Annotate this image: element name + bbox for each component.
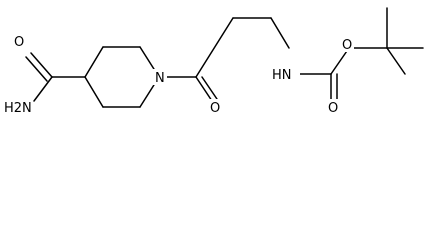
bond-amide-c-o-1 xyxy=(30,52,53,78)
bond-amide-c-o-2 xyxy=(25,56,48,82)
atom-label-ketone-o: O xyxy=(210,101,220,116)
atom-label-ring-n: N xyxy=(155,71,165,86)
bond-ketone-c-o-2 xyxy=(201,76,220,103)
label-bg-ketone-o xyxy=(208,99,222,115)
label-bg-amide-nh2 xyxy=(2,99,30,115)
label-bg-carbamate-nh xyxy=(270,66,300,82)
label-bg-amide-o xyxy=(12,33,26,49)
label-bg-carbonyl-o xyxy=(326,99,340,115)
atom-label-amide-o: O xyxy=(14,35,24,50)
bond-tbu-down xyxy=(386,47,406,75)
atom-label-amide-nh2: H2N xyxy=(4,101,32,116)
label-bg-ring-n xyxy=(153,69,167,85)
bond-ketone-c-ch2 xyxy=(195,17,234,78)
molecule-structure: H2N O N O HN O O xyxy=(2,7,424,116)
bond-carbamate-c-ester-o xyxy=(330,47,350,75)
atom-label-ester-o: O xyxy=(342,38,352,53)
bond-amide-c-n xyxy=(33,76,53,102)
label-bg-ester-o xyxy=(340,36,354,52)
atom-label-carbonyl-o: O xyxy=(328,101,338,116)
atom-label-carbamate-nh: HN xyxy=(272,68,292,83)
bond-ring-c5-c4 xyxy=(84,76,104,108)
bond-ring-c4-c3 xyxy=(84,46,104,78)
bond-ch2-nh xyxy=(270,17,290,49)
